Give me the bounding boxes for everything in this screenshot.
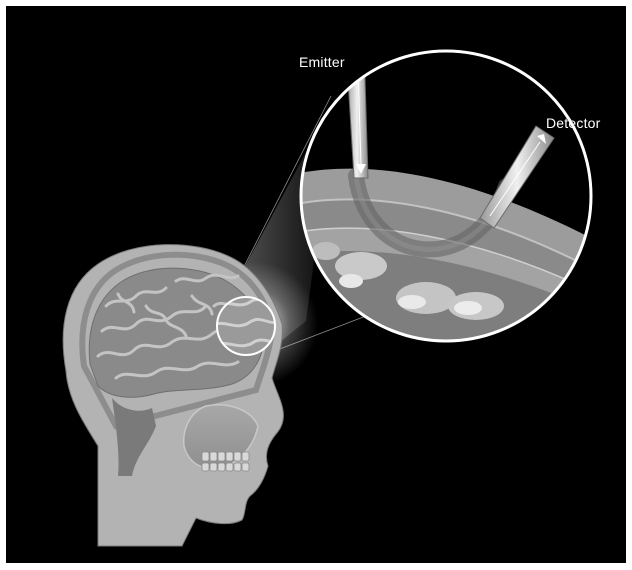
diagram-panel: Emitter Detector <box>6 6 626 563</box>
detector-label: Detector <box>546 115 601 131</box>
head-illustration <box>63 245 283 546</box>
diagram-canvas <box>6 6 626 563</box>
emitter-label: Emitter <box>299 54 345 70</box>
zoom-detail <box>286 46 606 346</box>
